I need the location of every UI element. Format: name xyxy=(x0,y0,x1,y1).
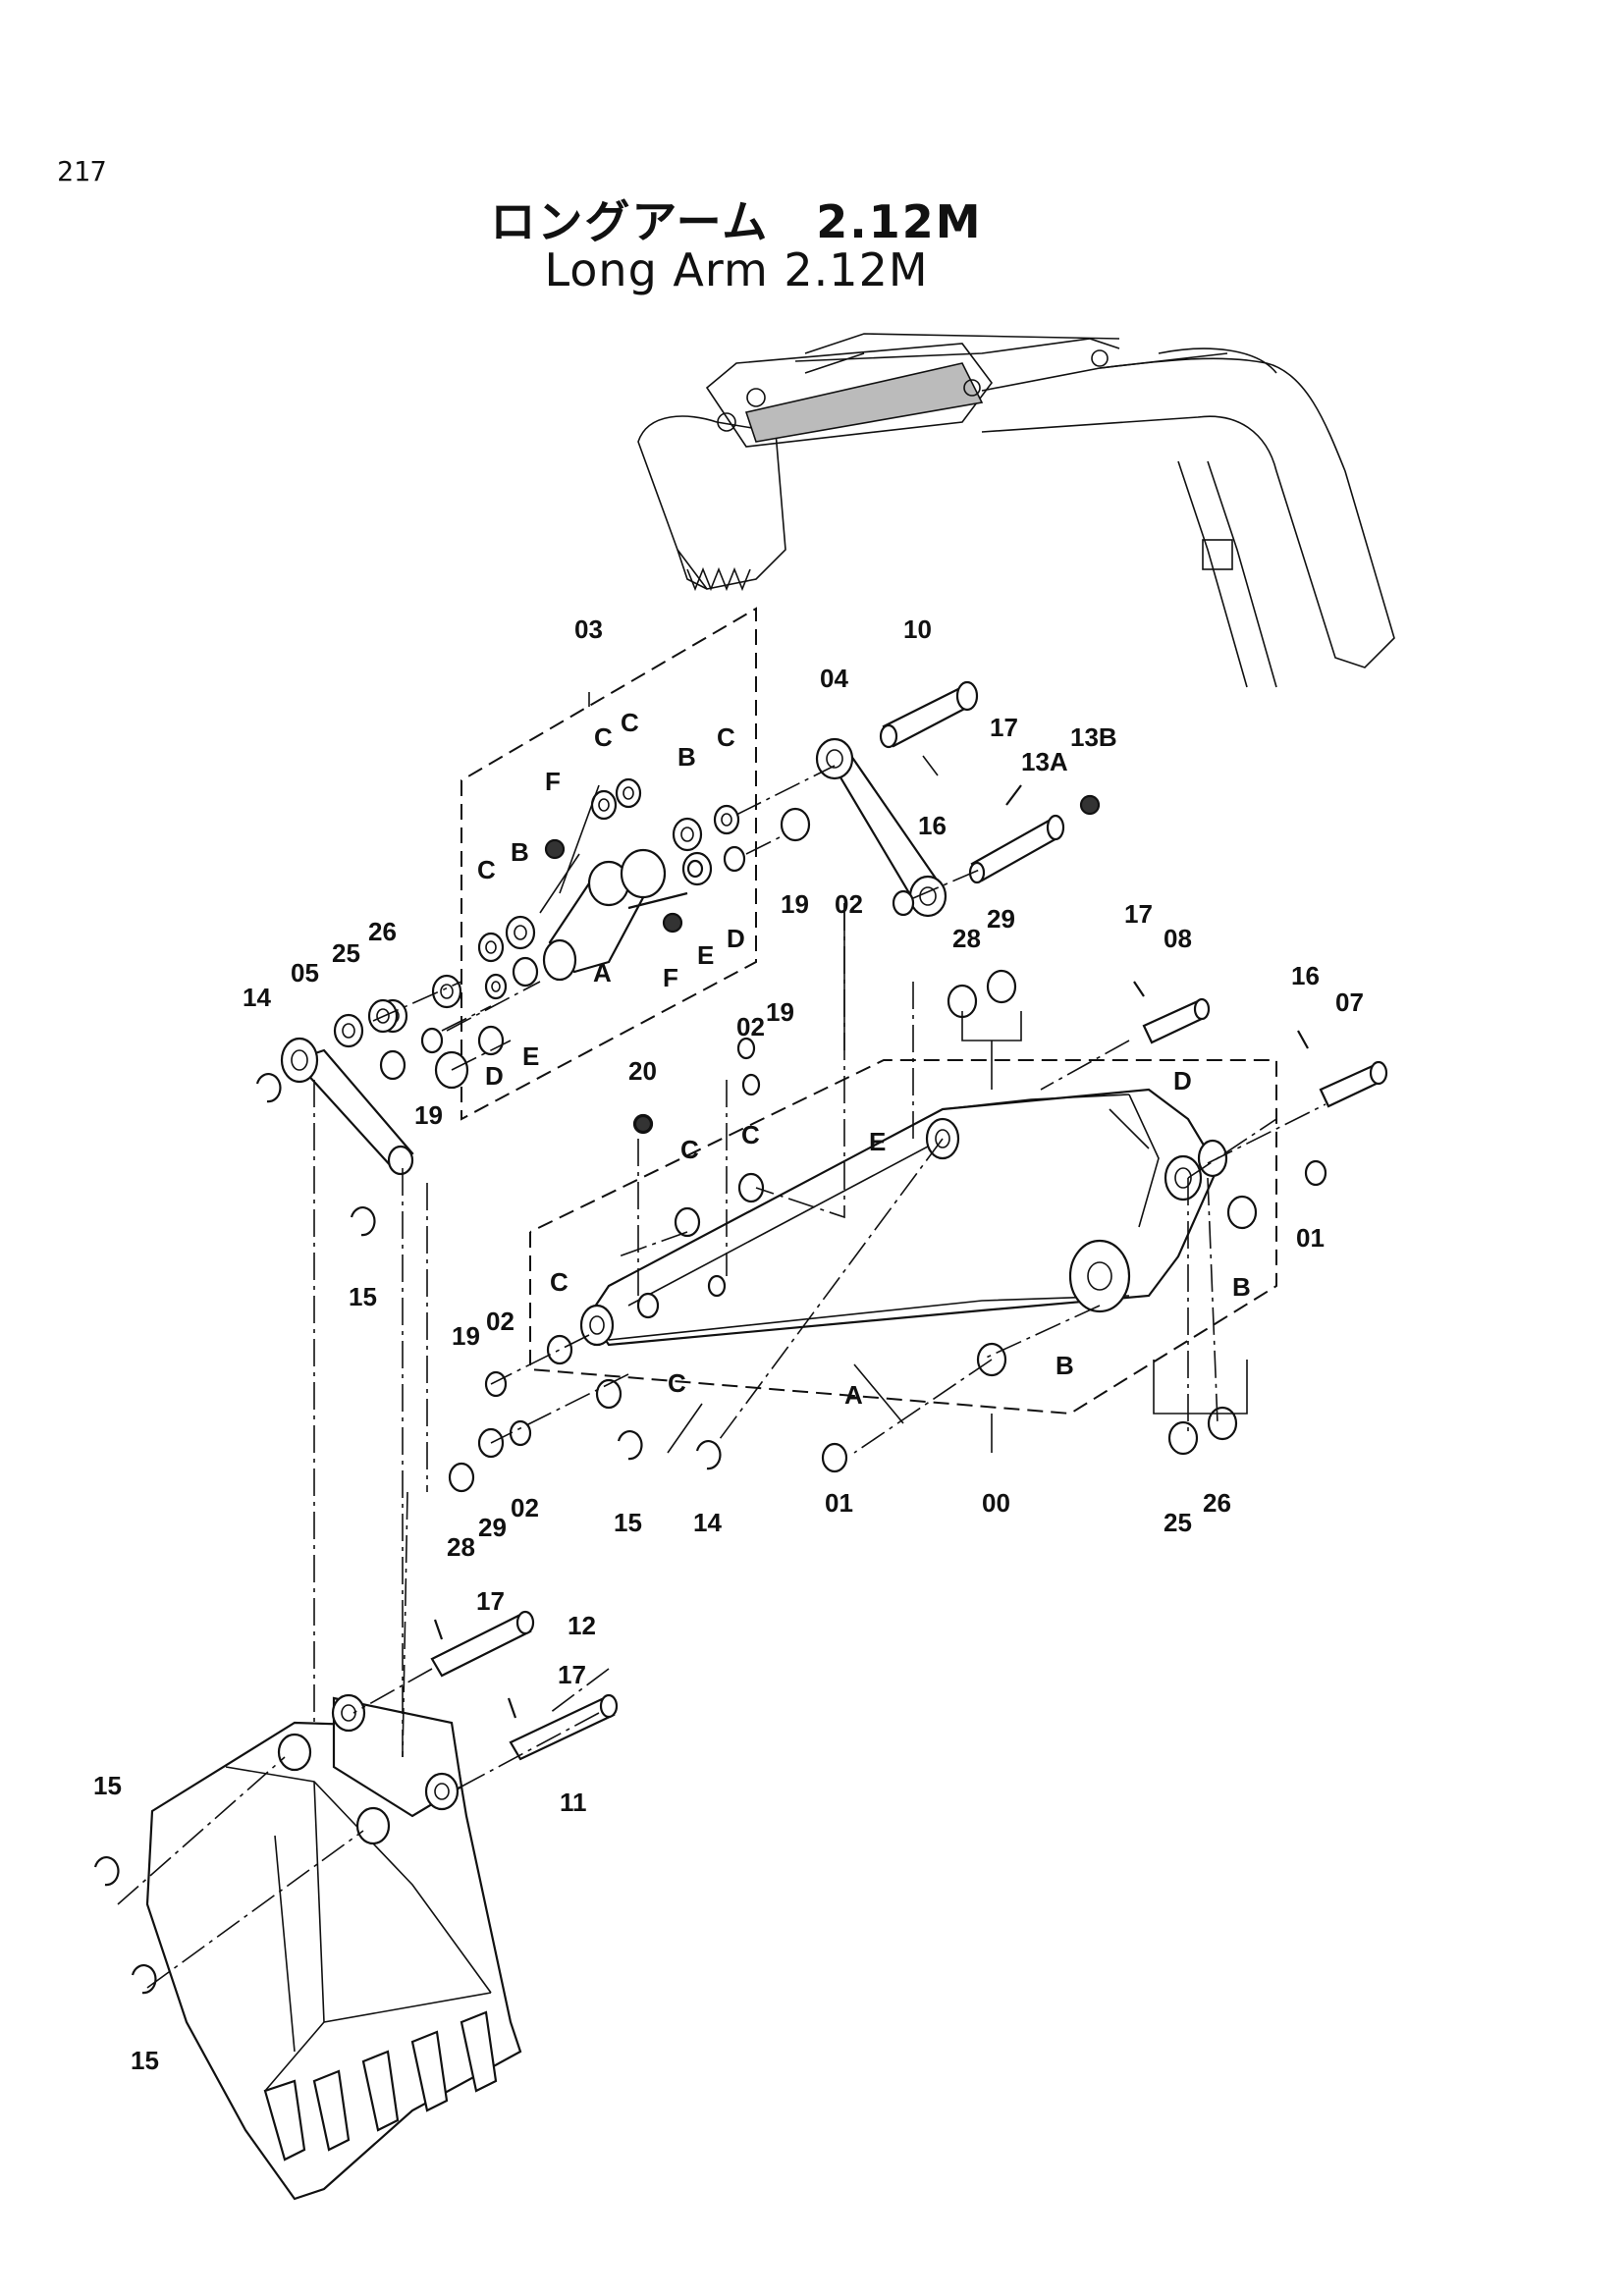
label-D: D xyxy=(1173,1066,1192,1095)
label-F: F xyxy=(663,963,678,992)
callout-20: 20 xyxy=(628,1056,657,1086)
label-C: C xyxy=(680,1135,699,1164)
callout-02: 02 xyxy=(835,889,863,919)
callout-15: 15 xyxy=(93,1771,122,1800)
shim-washers-left xyxy=(333,998,444,1054)
pin-12 xyxy=(430,1610,535,1678)
seal-rings-03 xyxy=(377,777,811,1090)
label-C: C xyxy=(477,855,496,884)
label-D: D xyxy=(485,1061,504,1091)
callout-16: 16 xyxy=(918,811,947,840)
callout-19: 19 xyxy=(781,889,809,919)
callout-00: 00 xyxy=(982,1488,1010,1518)
page-number: 217 xyxy=(57,155,107,187)
callout-16: 16 xyxy=(1291,961,1320,990)
label-F: F xyxy=(545,767,561,796)
link-04 xyxy=(815,737,947,918)
excavator-overview-sketch xyxy=(637,333,1395,688)
callout-15: 15 xyxy=(131,2046,159,2075)
bellcrank-link-03 xyxy=(542,848,713,982)
pin-13A xyxy=(968,784,1101,884)
callout-07: 07 xyxy=(1335,988,1364,1017)
callout-labels: 00 01 01 02 02 02 02 03 04 05 07 08 10 1… xyxy=(93,614,1364,2075)
label-B: B xyxy=(677,742,696,772)
retaining-rings xyxy=(93,1073,722,1995)
assembly-lines xyxy=(117,765,1326,1989)
label-E: E xyxy=(869,1127,886,1156)
callout-05: 05 xyxy=(291,958,319,988)
pin-07 xyxy=(1297,1030,1388,1108)
group-03-boundary xyxy=(460,607,757,1121)
long-arm-00 xyxy=(579,1088,1228,1347)
callout-17: 17 xyxy=(1124,899,1153,929)
callout-19: 19 xyxy=(414,1100,443,1130)
label-C: C xyxy=(741,1120,760,1149)
pin-11 xyxy=(507,1693,619,1761)
callout-28: 28 xyxy=(447,1532,475,1562)
callout-11: 11 xyxy=(560,1788,587,1817)
label-C: C xyxy=(594,722,613,752)
callout-13A: 13A xyxy=(1021,747,1068,776)
callout-01: 01 xyxy=(1296,1223,1325,1253)
title-japanese: ロングアーム 2.12M xyxy=(490,195,983,248)
callout-26: 26 xyxy=(1203,1488,1231,1518)
label-E: E xyxy=(522,1041,539,1071)
callout-28: 28 xyxy=(952,924,981,953)
callout-29: 29 xyxy=(478,1513,507,1542)
label-A: A xyxy=(844,1380,863,1410)
callout-04: 04 xyxy=(820,664,848,693)
group-00-boundary xyxy=(529,1059,1277,1415)
callout-14: 14 xyxy=(693,1508,722,1537)
label-D: D xyxy=(727,924,745,953)
callout-25: 25 xyxy=(332,938,360,968)
label-B: B xyxy=(511,837,529,867)
callout-29: 29 xyxy=(987,904,1015,934)
callout-13B: 13B xyxy=(1070,722,1117,752)
label-B: B xyxy=(1056,1351,1074,1380)
link-05 xyxy=(280,1037,414,1176)
callout-01: 01 xyxy=(825,1488,853,1518)
label-brackets xyxy=(539,692,1248,1454)
label-C: C xyxy=(668,1368,686,1398)
callout-26: 26 xyxy=(368,917,397,946)
label-A: A xyxy=(593,958,612,988)
callout-02: 02 xyxy=(736,1012,765,1041)
callout-17: 17 xyxy=(558,1660,586,1689)
callout-17: 17 xyxy=(476,1586,505,1616)
label-E: E xyxy=(697,940,714,970)
callout-14: 14 xyxy=(243,983,271,1012)
callout-19: 19 xyxy=(766,997,794,1027)
label-C: C xyxy=(717,722,735,752)
label-B: B xyxy=(1232,1272,1251,1302)
callout-08: 08 xyxy=(1164,924,1192,953)
callout-02: 02 xyxy=(511,1493,539,1522)
pin-08 xyxy=(1133,981,1211,1044)
label-C: C xyxy=(550,1267,568,1297)
label-C: C xyxy=(621,708,639,737)
callout-10: 10 xyxy=(903,614,932,644)
callout-03: 03 xyxy=(574,614,603,644)
callout-17: 17 xyxy=(990,713,1018,742)
callout-15: 15 xyxy=(349,1282,377,1311)
title-english: Long Arm 2.12M xyxy=(544,243,929,296)
callout-02: 02 xyxy=(486,1307,514,1336)
callout-25: 25 xyxy=(1164,1508,1192,1537)
callout-12: 12 xyxy=(568,1611,596,1640)
callout-15: 15 xyxy=(614,1508,642,1537)
bucket xyxy=(145,1693,522,2201)
pin-10 xyxy=(879,680,979,776)
callout-19: 19 xyxy=(452,1321,480,1351)
